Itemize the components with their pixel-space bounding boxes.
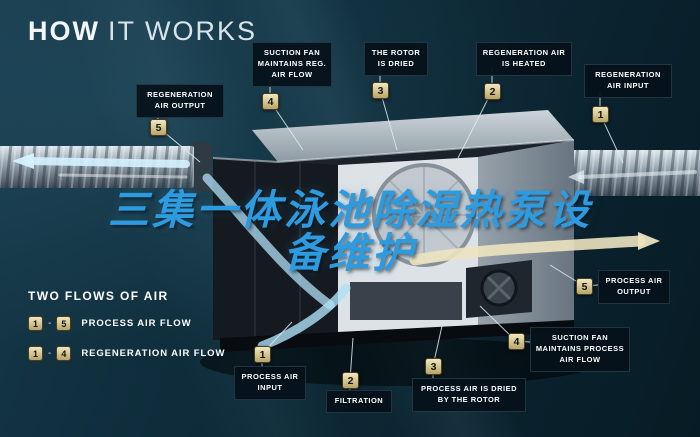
watermark-line-2: 备维护 [284,230,416,276]
callout-number-1-regeneration: 1 [592,106,609,123]
callout-suction-fan-reg: SUCTION FAN MAINTAINS REG. AIR FLOW [252,42,332,87]
page-title-bold: HOW [28,16,100,46]
callout-suction-fan-process: SUCTION FAN MAINTAINS PROCESS AIR FLOW [530,327,630,372]
legend-chip-to: 4 [56,346,72,361]
legend-chip-from: 1 [28,346,43,361]
callout-process-air-input: PROCESS AIR INPUT [234,366,306,400]
dehumidifier-body [212,110,575,352]
callout-number-3-regeneration: 3 [372,82,389,99]
legend-row-regeneration-air: 1 - 4 REGENERATION AIR FLOW [28,346,225,361]
legend-chip-to: 5 [56,316,72,331]
callout-number-4-regeneration: 4 [262,93,279,110]
callout-number-5-process: 5 [576,278,593,295]
callout-filtration: FILTRATION [326,390,392,413]
callout-number-5-regeneration: 5 [150,119,167,136]
callout-regeneration-air-input: REGENERATION AIR INPUT [584,64,672,98]
watermark-line-1: 三集一体泳池除湿热泵设 [108,187,592,233]
callout-process-air-dried: PROCESS AIR IS DRIED BY THE ROTOR [412,378,526,412]
legend-chip-from: 1 [28,316,43,331]
legend-label-process-air: PROCESS AIR FLOW [81,318,192,329]
callout-number-1-process: 1 [254,346,271,363]
legend-row-process-air: 1 - 5 PROCESS AIR FLOW [28,316,191,331]
callout-number-4-process: 4 [508,333,525,350]
callout-regeneration-air-heated: REGENERATION AIR IS HEATED [476,42,572,76]
page-title-light: IT WORKS [107,16,257,46]
callout-number-2-process: 2 [342,372,359,389]
callout-rotor-is-dried: THE ROTOR IS DRIED [364,42,428,76]
callout-regeneration-air-output: REGENERATION AIR OUTPUT [136,84,224,118]
legend-title: TWO FLOWS OF AIR [28,289,169,303]
legend-label-regeneration-air: REGENERATION AIR FLOW [81,348,226,359]
legend-dash: - [48,348,52,359]
callout-number-3-process: 3 [425,358,442,375]
callout-number-2-regeneration: 2 [484,83,501,100]
legend-dash: - [48,318,52,329]
regeneration-output-duct [0,142,212,192]
callout-process-air-output: PROCESS AIR OUTPUT [598,270,670,304]
